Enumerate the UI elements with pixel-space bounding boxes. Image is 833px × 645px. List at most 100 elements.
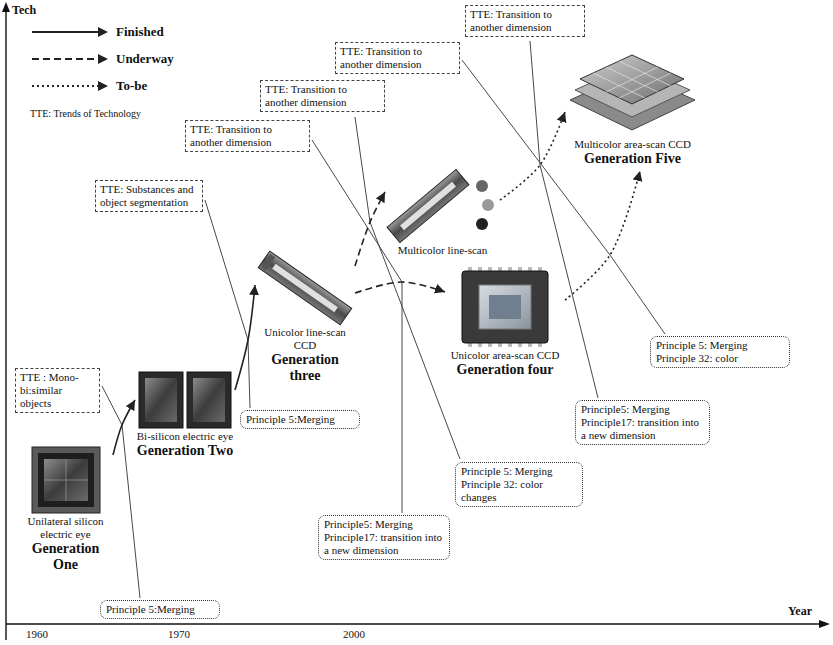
product-name: Multicolor area-scan CCD [565, 138, 700, 151]
trend-text: TTE: Transition to another dimension [190, 123, 305, 149]
generation-label: Generation Two [135, 443, 235, 459]
leader-line [205, 200, 248, 340]
multicolor-area-scan-picture [570, 55, 695, 130]
principle-text: Principle17: transition into a new dimen… [324, 531, 444, 557]
principle-text: Principle5: Merging [581, 403, 704, 416]
evolution-arrow [565, 171, 640, 300]
legend-text: Finished [116, 24, 164, 40]
evolution-arrow [235, 285, 255, 390]
legend-text: Underway [116, 51, 174, 67]
leader-line [355, 117, 370, 222]
trend-text: TTE: Transition to another dimension [340, 45, 455, 71]
color-dot [482, 199, 494, 211]
cell-body [187, 372, 231, 428]
legend-text: To-be [116, 78, 147, 94]
product-name: Unicolor line-scan CCD [255, 326, 355, 352]
ccd-bar [387, 169, 469, 242]
legend-row: Finished [30, 24, 174, 40]
product-item: Bi-silicon electric eyeGeneration Two [135, 370, 235, 463]
product-item: Unilateral silicon electric eyeGeneratio… [18, 445, 113, 577]
principle-box: Principle 5: MergingPrinciple 32: color [650, 336, 790, 368]
layer [580, 55, 684, 104]
principle-text: Principle 5:Merging [106, 603, 214, 616]
trend-text: TTE : Mono-bi:similar objects [20, 371, 95, 410]
trend-text: TTE: Transition to another dimension [265, 83, 380, 109]
legend-arrowhead [98, 81, 108, 91]
product-name: Unicolor area-scan CCD [445, 349, 565, 362]
year-tick: 1970 [168, 628, 190, 640]
ccd-window [272, 264, 338, 313]
trend-text: TTE: Transition to another dimension [470, 8, 580, 34]
legend-sample [30, 52, 110, 66]
product-item: Multicolor line-scan [385, 168, 500, 261]
principle-text: Principle 32: color [656, 352, 784, 365]
evolution-arrow [113, 400, 135, 455]
ccd-bar [258, 251, 351, 325]
legend-arrowhead [98, 54, 108, 64]
principle-text: Principle 32: color changes [461, 478, 577, 504]
bi-silicon-picture [139, 372, 231, 428]
leader-lines [102, 41, 665, 598]
legend-row: Underway [30, 51, 174, 67]
product-item: Unicolor area-scan CCDGeneration four [445, 265, 565, 382]
evolution-arrow [500, 112, 565, 200]
chip-body [462, 271, 548, 343]
cell-face [193, 378, 225, 422]
trend-box: TTE: Substances and object segmentation [95, 180, 203, 212]
cell-body [38, 453, 94, 507]
product-name: Multicolor line-scan [385, 244, 500, 257]
axis-label: Tech [12, 3, 36, 18]
generation-label: Generation Five [565, 151, 700, 167]
axis-label: Year [788, 604, 812, 619]
chip-sensor [489, 295, 521, 319]
leader-line [530, 41, 540, 165]
leader-line [102, 386, 122, 425]
year-tick: 2000 [343, 628, 365, 640]
legend-sample [30, 25, 110, 39]
leader-line [248, 340, 250, 408]
principle-box: Principle5: MergingPrinciple17: transiti… [318, 515, 450, 560]
legend-row: To-be [30, 78, 174, 94]
principle-text: Principle 5: Merging [461, 465, 577, 478]
x-axis [6, 623, 822, 624]
generation-label: Generation three [255, 352, 355, 384]
y-axis-head [2, 2, 10, 12]
legend-sample [30, 79, 110, 93]
product-name: Bi-silicon electric eye [135, 430, 235, 443]
cell-frame [32, 447, 100, 513]
legend-line [32, 85, 98, 87]
multicolor-line-scan-picture [387, 169, 494, 242]
principle-text: Principle5: Merging [324, 518, 444, 531]
trend-box: TTE: Transition to another dimension [260, 80, 385, 112]
product-item: Multicolor area-scan CCDGeneration Five [565, 48, 700, 171]
cell-face [44, 459, 88, 501]
trend-box: TTE: Transition to another dimension [465, 5, 585, 37]
cell-face [145, 378, 177, 422]
principle-box: Principle 5:Merging [100, 600, 220, 619]
principle-text: Principle 5:Merging [246, 413, 354, 426]
x-axis-head [819, 620, 830, 628]
generation-label: Generation four [445, 362, 565, 378]
silicon-cell-picture [32, 447, 100, 513]
legend: FinishedUnderwayTo-be [30, 24, 174, 105]
evolution-arrow [355, 282, 445, 293]
evolution-arrow [355, 192, 385, 266]
trend-box: TTE : Mono-bi:similar objects [15, 368, 100, 413]
leader-line [402, 282, 403, 513]
color-dot [476, 218, 488, 230]
ccd-window [400, 182, 456, 230]
trend-box: TTE: Transition to another dimension [185, 120, 310, 152]
trend-box: TTE: Transition to another dimension [335, 42, 460, 74]
product-name: Unilateral silicon electric eye [18, 515, 113, 541]
principle-box: Principle 5: MergingPrinciple 32: color … [455, 462, 583, 507]
y-axis [5, 10, 6, 640]
line-scan-ccd-picture [258, 251, 351, 325]
legend-arrowhead [98, 27, 108, 37]
cell-body [139, 372, 183, 428]
chip-window [479, 285, 531, 329]
area-scan-ccd-picture [462, 267, 548, 347]
color-dot [476, 180, 488, 192]
generation-label: Generation One [18, 541, 113, 573]
